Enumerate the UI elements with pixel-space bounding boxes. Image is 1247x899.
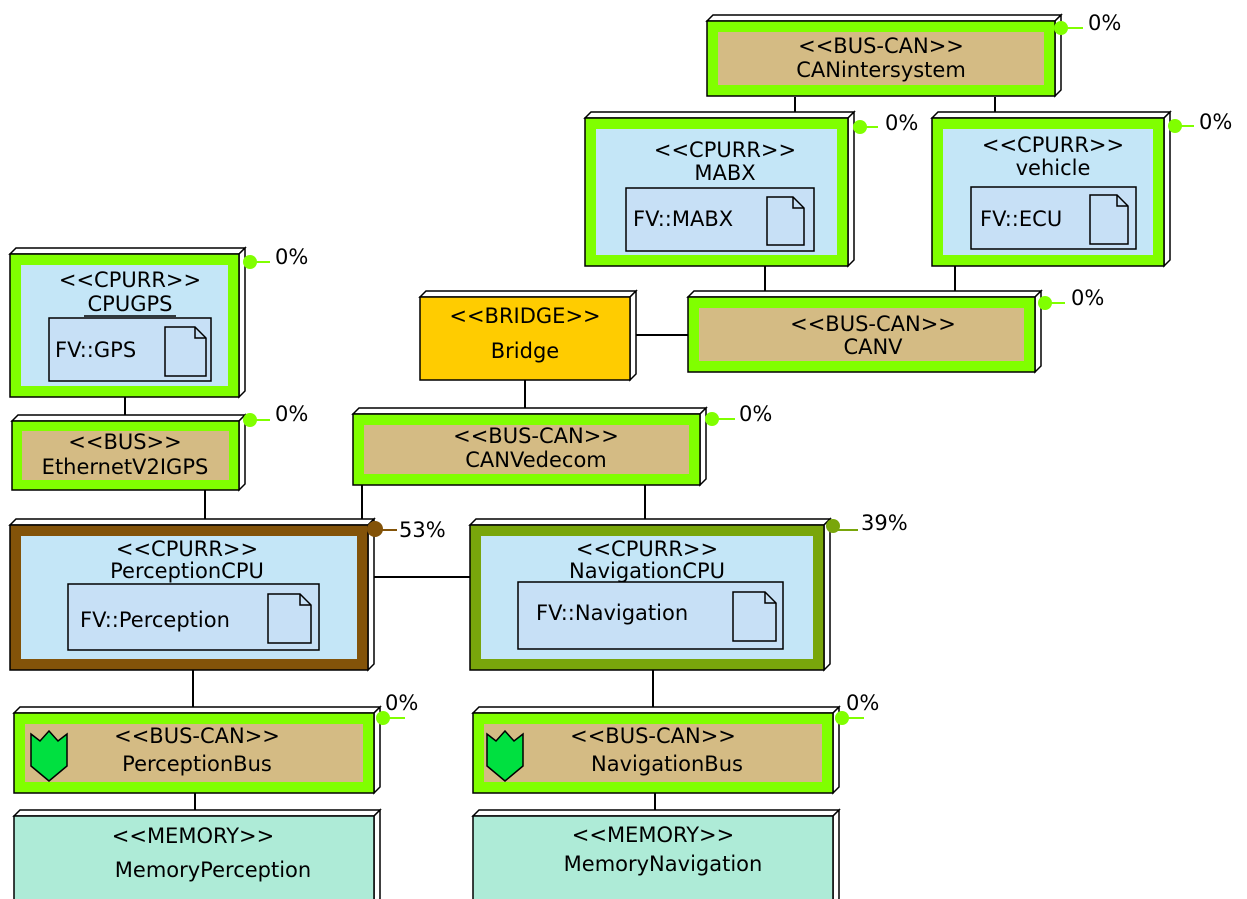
- node-perceptionbus[interactable]: <<BUS-CAN>> PerceptionBus: [12, 705, 382, 795]
- bridge-name: Bridge: [491, 339, 559, 363]
- ethernet-stereotype: <<BUS>>: [68, 430, 182, 454]
- navigationcpu-stereotype: <<CPURR>>: [576, 537, 718, 561]
- node-cpugps[interactable]: <<CPURR>> CPUGPS FV::GPS: [8, 246, 247, 399]
- navigationbus-load: 0%: [846, 691, 879, 715]
- vehicle-stereotype: <<CPURR>>: [982, 133, 1124, 157]
- canintersystem-load: 0%: [1088, 11, 1121, 35]
- perceptioncpu-load: 53%: [399, 518, 446, 542]
- node-navigationcpu[interactable]: <<CPURR>> NavigationCPU FV::Navigation: [468, 517, 832, 672]
- node-perceptioncpu[interactable]: <<CPURR>> PerceptionCPU FV::Perception: [8, 517, 376, 672]
- perceptioncpu-load-indicator: 53%: [367, 518, 446, 542]
- node-mabx[interactable]: <<CPURR>> MABX FV::MABX: [583, 110, 856, 268]
- node-bridge[interactable]: <<BRIDGE>> Bridge: [418, 289, 638, 382]
- perceptioncpu-artifact[interactable]: FV::Perception: [67, 583, 320, 651]
- navigationcpu-load: 39%: [861, 511, 908, 535]
- mabx-artifact[interactable]: FV::MABX: [625, 187, 815, 252]
- cpugps-artifact[interactable]: FV::GPS: [48, 317, 212, 382]
- canv-load: 0%: [1071, 286, 1104, 310]
- cpugps-artifact-label: FV::GPS: [55, 338, 136, 362]
- document-icon: [267, 593, 312, 644]
- cpugps-stereotype: <<CPURR>>: [59, 268, 201, 292]
- canintersystem-stereotype: <<BUS-CAN>>: [798, 34, 964, 58]
- shield-icon: [486, 729, 524, 782]
- cpugps-load: 0%: [275, 245, 308, 269]
- mabx-stereotype: <<CPURR>>: [654, 138, 796, 162]
- cpugps-load-indicator: 0%: [243, 245, 308, 269]
- canvedecom-load-indicator: 0%: [705, 402, 772, 426]
- canv-stereotype: <<BUS-CAN>>: [790, 312, 956, 336]
- bridge-stereotype: <<BRIDGE>>: [449, 304, 600, 328]
- navigationcpu-artifact-label: FV::Navigation: [536, 601, 688, 625]
- perceptionbus-stereotype: <<BUS-CAN>>: [114, 724, 280, 748]
- memoryperception-name: MemoryPerception: [115, 858, 311, 882]
- navigationcpu-load-indicator: 39%: [826, 511, 908, 535]
- node-memoryperception[interactable]: <<MEMORY>> MemoryPerception: [12, 808, 382, 899]
- vehicle-load-indicator: 0%: [1168, 110, 1232, 134]
- perceptionbus-load-indicator: 0%: [376, 691, 418, 725]
- mabx-load: 0%: [885, 111, 918, 135]
- document-icon: [1089, 194, 1129, 245]
- shield-icon: [30, 729, 68, 782]
- node-canintersystem[interactable]: <<BUS-CAN>> CANintersystem: [705, 13, 1063, 98]
- node-vehicle[interactable]: <<CPURR>> vehicle FV::ECU: [930, 110, 1172, 268]
- navigationbus-stereotype: <<BUS-CAN>>: [570, 724, 736, 748]
- ethernet-load: 0%: [275, 402, 308, 426]
- node-navigationbus[interactable]: <<BUS-CAN>> NavigationBus: [471, 705, 841, 795]
- navigationcpu-name: NavigationCPU: [569, 559, 725, 583]
- perceptioncpu-stereotype: <<CPURR>>: [116, 537, 258, 561]
- navigationbus-load-indicator: 0%: [835, 691, 879, 725]
- canintersystem-load-indicator: 0%: [1054, 11, 1121, 35]
- perceptionbus-name: PerceptionBus: [122, 752, 272, 776]
- document-icon: [164, 326, 207, 377]
- node-ethernet[interactable]: <<BUS>> EthernetV2IGPS: [10, 413, 247, 492]
- memorynavigation-stereotype: <<MEMORY>>: [572, 823, 735, 847]
- cpugps-name: CPUGPS: [88, 292, 173, 316]
- navigationcpu-artifact[interactable]: FV::Navigation: [517, 581, 784, 650]
- mabx-load-indicator: 0%: [853, 111, 918, 135]
- ethernet-name: EthernetV2IGPS: [42, 455, 209, 479]
- canv-load-indicator: 0%: [1038, 286, 1104, 310]
- navigationbus-name: NavigationBus: [591, 752, 743, 776]
- canv-name: CANV: [843, 335, 903, 359]
- vehicle-artifact-label: FV::ECU: [980, 207, 1062, 231]
- node-memorynavigation[interactable]: <<MEMORY>> MemoryNavigation: [471, 808, 841, 899]
- document-icon: [732, 591, 777, 642]
- perceptioncpu-artifact-label: FV::Perception: [80, 608, 230, 632]
- canvedecom-load: 0%: [739, 402, 772, 426]
- mabx-name: MABX: [694, 161, 755, 185]
- vehicle-load: 0%: [1199, 110, 1232, 134]
- perceptionbus-load: 0%: [385, 691, 418, 715]
- canvedecom-name: CANVedecom: [465, 448, 607, 472]
- node-canvedecom[interactable]: <<BUS-CAN>> CANVedecom: [351, 406, 708, 487]
- node-canv[interactable]: <<BUS-CAN>> CANV: [686, 289, 1043, 374]
- memorynavigation-name: MemoryNavigation: [564, 852, 763, 876]
- canvedecom-stereotype: <<BUS-CAN>>: [453, 424, 619, 448]
- mabx-artifact-label: FV::MABX: [633, 207, 733, 231]
- memoryperception-stereotype: <<MEMORY>>: [112, 824, 275, 848]
- document-icon: [766, 196, 805, 246]
- connectors: [124, 97, 996, 810]
- vehicle-artifact[interactable]: FV::ECU: [970, 186, 1137, 250]
- canintersystem-name: CANintersystem: [796, 58, 966, 82]
- ethernet-load-indicator: 0%: [243, 402, 308, 427]
- vehicle-name: vehicle: [1016, 156, 1091, 180]
- perceptioncpu-name: PerceptionCPU: [110, 559, 264, 583]
